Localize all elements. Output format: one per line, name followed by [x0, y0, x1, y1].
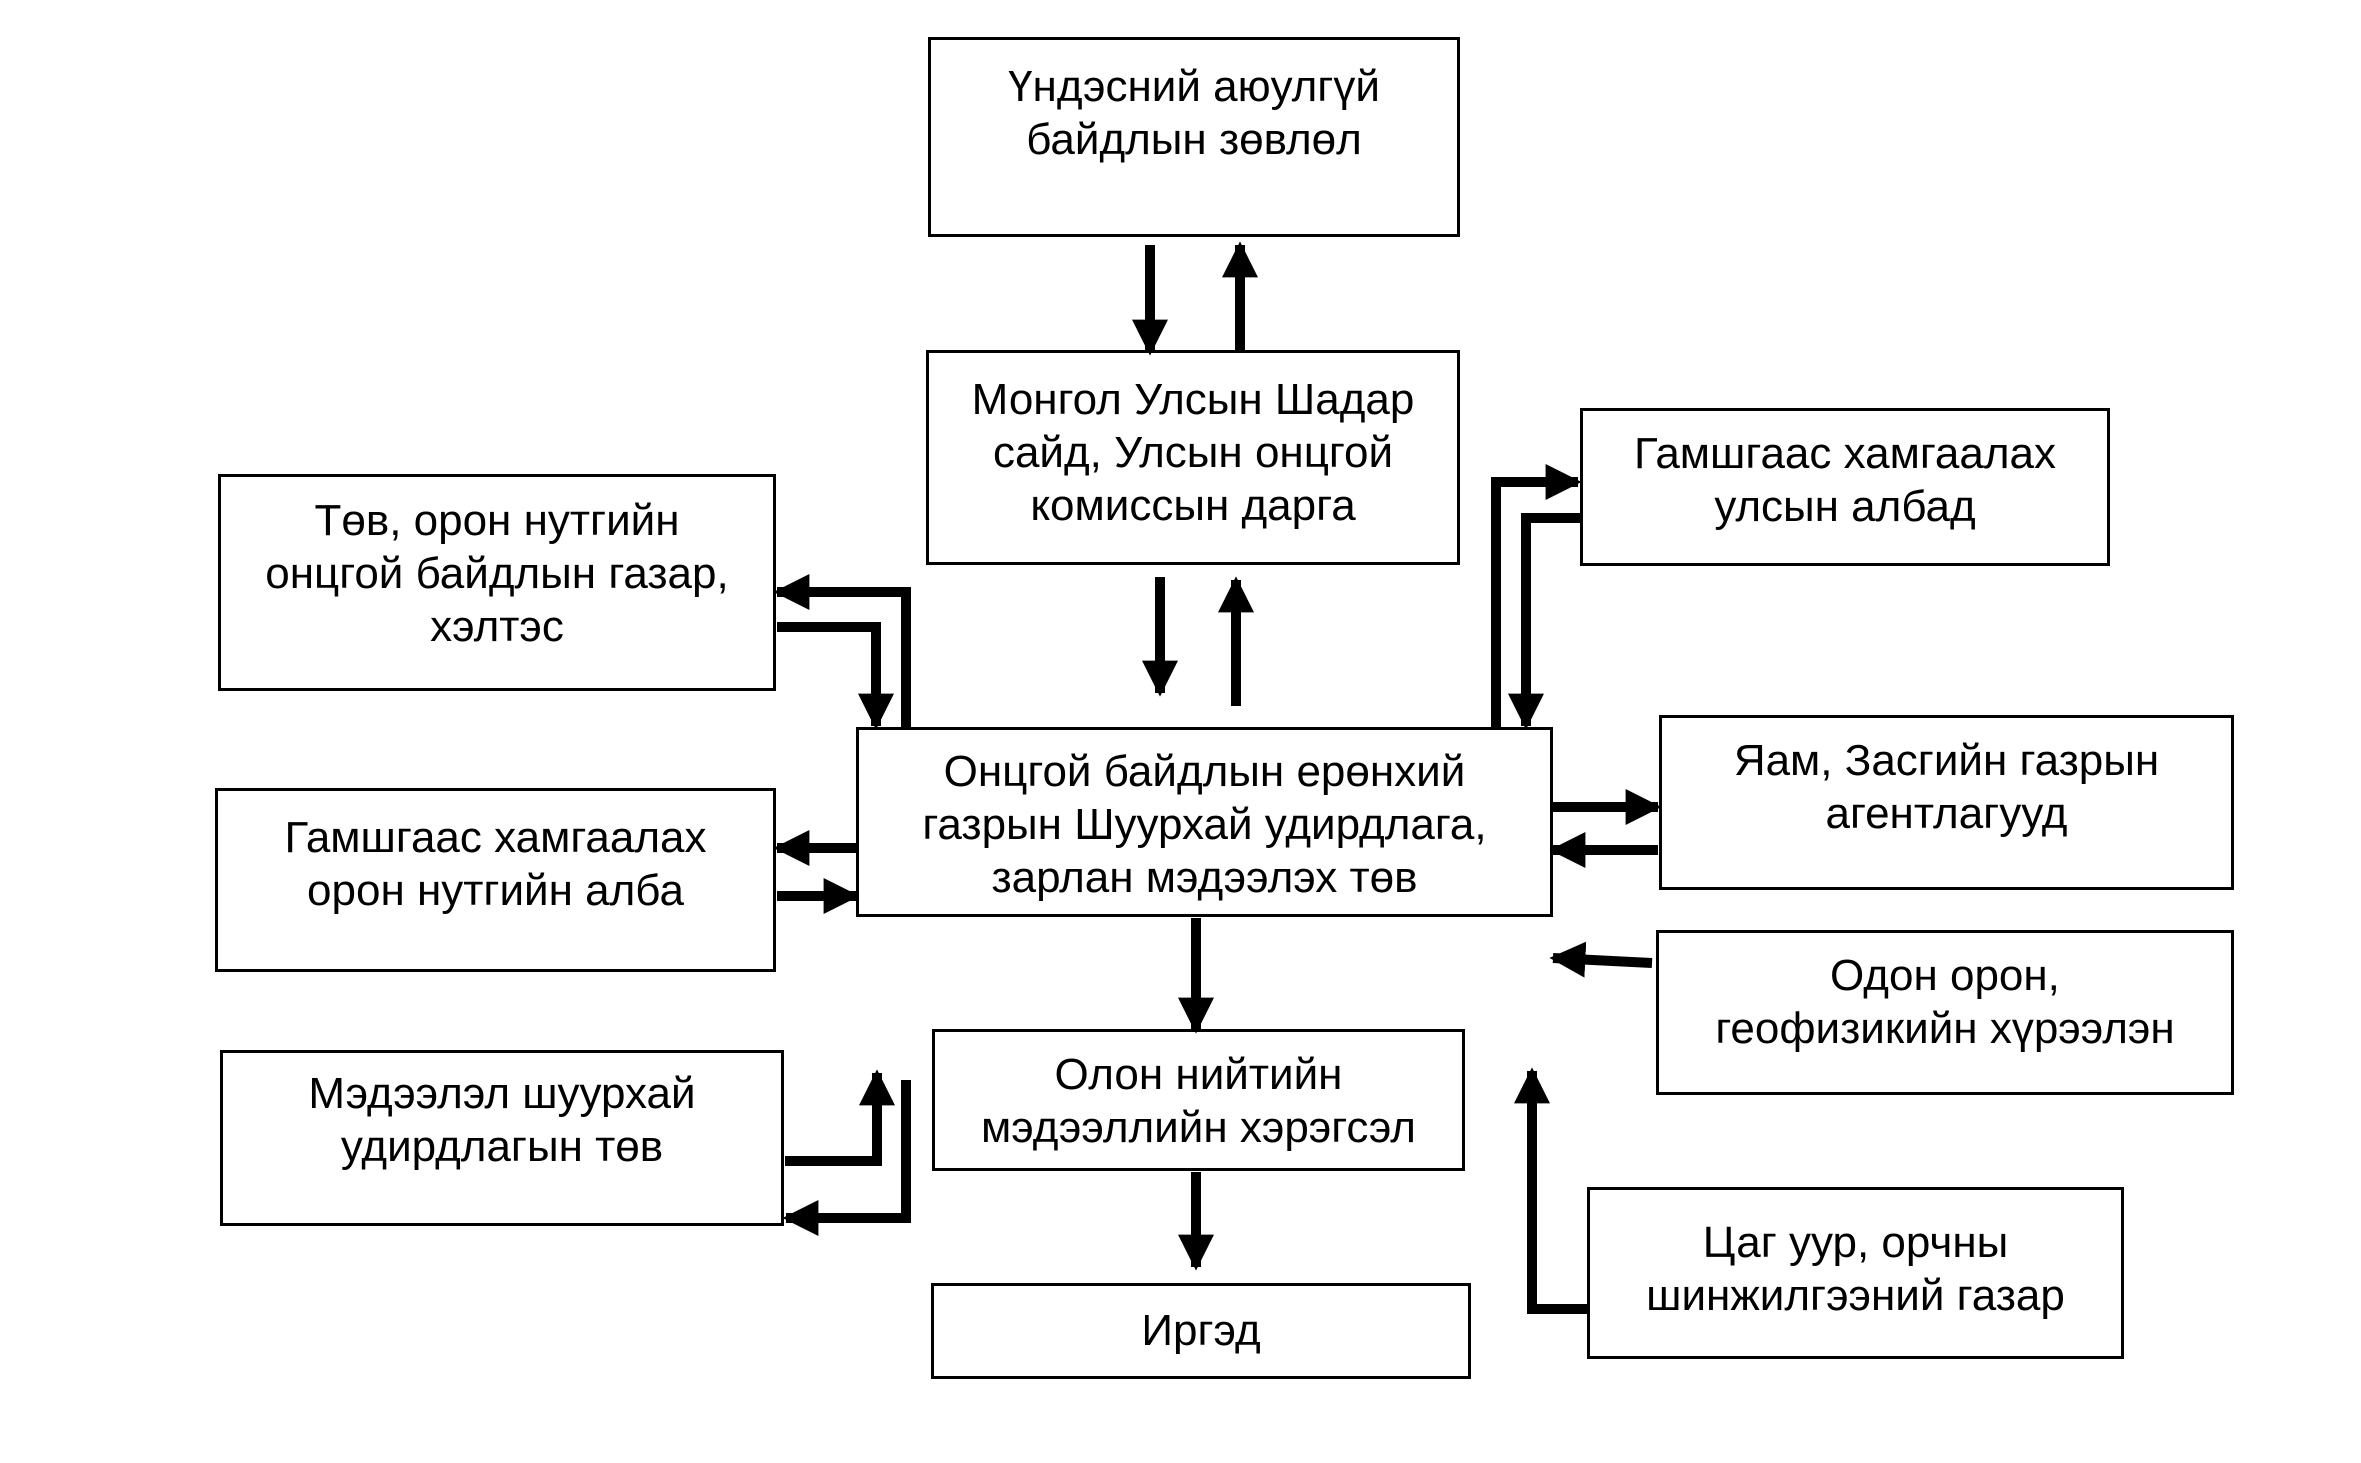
arrow-center-to-agencies	[773, 574, 911, 728]
node-label: Цаг уур, орчны шинжилгээний газар	[1646, 1218, 2065, 1320]
node-label: Олон нийтийн мэдээллийн хэрэгсэл	[981, 1050, 1416, 1152]
arrow-national-units-to-center	[1508, 513, 1580, 730]
node-mass-media: Олон нийтийн мэдээллийн хэрэгсэл	[932, 1029, 1465, 1171]
node-national-disaster-units: Гамшгаас хамгаалах улсын албад	[1580, 408, 2110, 566]
node-label: Мэдээлэл шуурхай удирдлагын төв	[308, 1069, 696, 1171]
arrow-agencies-to-center	[777, 622, 894, 730]
node-label: Гамшгаас хамгаалах улсын албад	[1633, 429, 2057, 531]
node-label: Иргэд	[1141, 1306, 1261, 1355]
arrow-info-center-up	[785, 1069, 895, 1166]
arrow-center-to-national-units	[1491, 464, 1582, 728]
node-deputy-pm: Монгол Улсын Шадар сайд, Улсын онцгой ко…	[926, 350, 1460, 565]
node-geophysics-institute: Одон орон, геофизикийн хүрээлэн	[1656, 930, 2234, 1095]
node-info-center: Мэдээлэл шуурхай удирдлагын төв	[220, 1050, 784, 1226]
node-national-security-council: Үндэсний аюулгүй байдлын зөвлөл	[928, 37, 1460, 237]
arrow-weather-up	[1514, 1067, 1587, 1314]
node-label: Төв, орон нутгийн онцгой байдлын газар, …	[265, 496, 729, 651]
node-label: Одон орон, геофизикийн хүрээлэн	[1715, 951, 2175, 1053]
node-nema-center: Онцгой байдлын ерөнхий газрын Шуурхай уд…	[856, 727, 1553, 917]
node-label: Үндэсний аюулгүй байдлын зөвлөл	[1008, 62, 1380, 164]
node-label: Монгол Улсын Шадар сайд, Улсын онцгой ко…	[971, 375, 1415, 530]
node-local-disaster-unit: Гамшгаас хамгаалах орон нутгийн алба	[215, 788, 776, 972]
node-citizens: Иргэд	[931, 1283, 1471, 1379]
node-label: Гамшгаас хамгаалах орон нутгийн алба	[284, 813, 707, 915]
node-label: Яам, Засгийн газрын агентлагууд	[1733, 736, 2160, 838]
node-weather-agency: Цаг уур, орчны шинжилгээний газар	[1587, 1187, 2124, 1359]
node-central-local-agencies: Төв, орон нутгийн онцгой байдлын газар, …	[218, 474, 776, 691]
arrow-to-info-center	[782, 1080, 911, 1236]
node-ministries: Яам, Засгийн газрын агентлагууд	[1659, 715, 2234, 890]
arrow-geophysics-to-center	[1549, 941, 1653, 978]
node-label: Онцгой байдлын ерөнхий газрын Шуурхай уд…	[922, 747, 1487, 902]
